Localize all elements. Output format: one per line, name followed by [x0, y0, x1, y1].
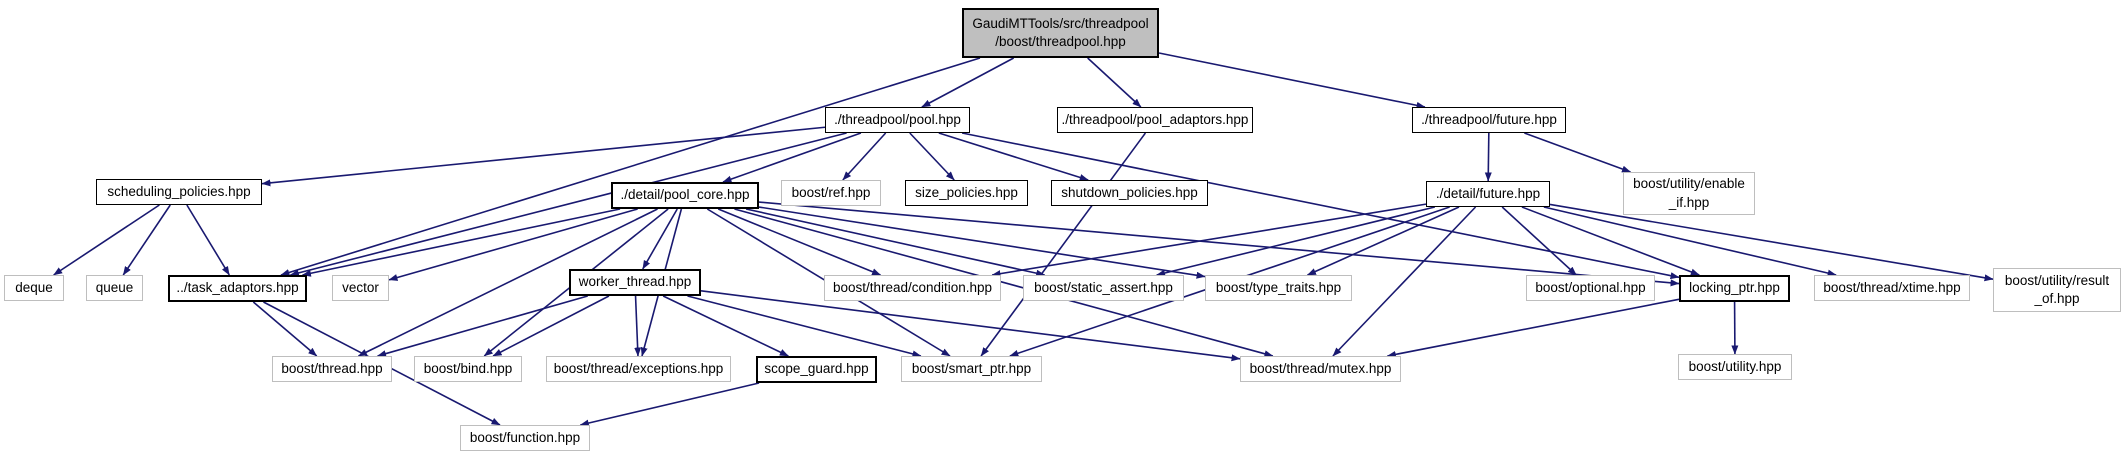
node-result_of: boost/utility/result _of.hpp [1993, 268, 2121, 312]
edge-detail_future-locking_ptr [1521, 206, 1700, 276]
edge-detail_future-condition [991, 203, 1427, 278]
node-function: boost/function.hpp [460, 425, 590, 451]
node-pool[interactable]: ./threadpool/pool.hpp [825, 107, 970, 133]
node-locking_ptr[interactable]: locking_ptr.hpp [1679, 275, 1790, 302]
edge-worker_thread-mutex [700, 290, 1241, 362]
edge-detail_future-result_of [1549, 203, 1994, 282]
node-scope_guard[interactable]: scope_guard.hpp [756, 356, 877, 383]
node-task_adaptors[interactable]: ../task_adaptors.hpp [168, 275, 307, 302]
edge-main-pool [921, 57, 1015, 108]
node-condition: boost/thread/condition.hpp [824, 275, 1001, 301]
node-scheduling[interactable]: scheduling_policies.hpp [96, 179, 262, 205]
node-ref: boost/ref.hpp [781, 180, 881, 206]
edge-pool-scheduling [261, 126, 826, 187]
edge-locking_ptr-mutex [1386, 298, 1680, 358]
node-deque: deque [4, 275, 64, 301]
edge-worker_thread-thread [377, 295, 588, 358]
edge-pool_core-vector [388, 208, 638, 281]
edge-worker_thread-exceptions [634, 295, 642, 357]
node-future[interactable]: ./threadpool/future.hpp [1412, 107, 1566, 133]
edge-task_adaptors-thread [252, 301, 318, 357]
node-shutdown_policies[interactable]: shutdown_policies.hpp [1051, 180, 1208, 206]
edge-scheduling-queue [122, 204, 171, 276]
node-detail_future[interactable]: ./detail/future.hpp [1426, 181, 1550, 207]
edge-pool_adaptors-smart_ptr [980, 132, 1147, 357]
node-vector: vector [332, 275, 389, 301]
edge-pool_core-task_adaptors [301, 208, 621, 277]
edge-pool-pool_core [722, 132, 862, 183]
node-exceptions: boost/thread/exceptions.hpp [546, 356, 731, 382]
node-thread: boost/thread.hpp [272, 356, 392, 382]
node-optional: boost/optional.hpp [1526, 275, 1655, 301]
edge-detail_future-mutex [1332, 206, 1477, 357]
edge-worker_thread-scope_guard [662, 295, 789, 357]
edge-pool_core-locking_ptr [758, 201, 1680, 287]
edge-pool_core-type_traits [758, 206, 1206, 279]
node-bind: boost/bind.hpp [414, 356, 522, 382]
node-type_traits: boost/type_traits.hpp [1205, 275, 1352, 301]
edge-worker_thread-smart_ptr [687, 295, 922, 358]
edge-pool_core-thread [358, 208, 658, 357]
edge-detail_future-xtime [1543, 206, 1837, 277]
edge-detail_future-static_assert [1156, 206, 1436, 277]
edge-main-future [1158, 52, 1426, 109]
edge-detail_future-optional [1501, 206, 1577, 276]
node-size_policies[interactable]: size_policies.hpp [905, 180, 1028, 206]
edge-pool-ref [842, 132, 887, 181]
node-xtime: boost/thread/xtime.hpp [1814, 275, 1970, 301]
edge-pool_core-static_assert [745, 208, 1046, 277]
edge-future-detail_future [1484, 132, 1492, 182]
edge-future-enable_if [1524, 132, 1631, 173]
node-static_assert: boost/static_assert.hpp [1023, 275, 1184, 301]
node-worker_thread[interactable]: worker_thread.hpp [569, 269, 701, 296]
node-pool_adaptors[interactable]: ./threadpool/pool_adaptors.hpp [1057, 107, 1253, 133]
edge-detail_future-type_traits [1307, 206, 1460, 276]
node-pool_core[interactable]: ./detail/pool_core.hpp [611, 182, 759, 209]
edge-main-pool_adaptors [1087, 57, 1142, 108]
edge-scope_guard-function [579, 382, 760, 427]
node-mutex: boost/thread/mutex.hpp [1240, 356, 1401, 382]
node-utility: boost/utility.hpp [1678, 354, 1792, 380]
edge-pool-shutdown_policies [938, 132, 1089, 181]
edge-scheduling-task_adaptors [186, 204, 231, 276]
edge-pool_core-condition [717, 208, 881, 276]
edge-worker_thread-bind [492, 295, 610, 357]
edge-pool-task_adaptors [289, 132, 847, 277]
node-smart_ptr: boost/smart_ptr.hpp [901, 356, 1042, 382]
edge-scheduling-deque [53, 204, 160, 276]
edge-main-task_adaptors [280, 57, 981, 276]
edge-pool-size_policies [909, 132, 955, 181]
node-queue: queue [86, 275, 143, 301]
edge-pool-locking_ptr [961, 132, 1680, 280]
node-main[interactable]: GaudiMTTools/src/threadpool /boost/threa… [962, 8, 1159, 58]
edge-pool_core-worker_thread [642, 208, 678, 270]
edge-pool_core-mutex [734, 208, 1274, 358]
node-enable_if: boost/utility/enable _if.hpp [1623, 172, 1755, 215]
